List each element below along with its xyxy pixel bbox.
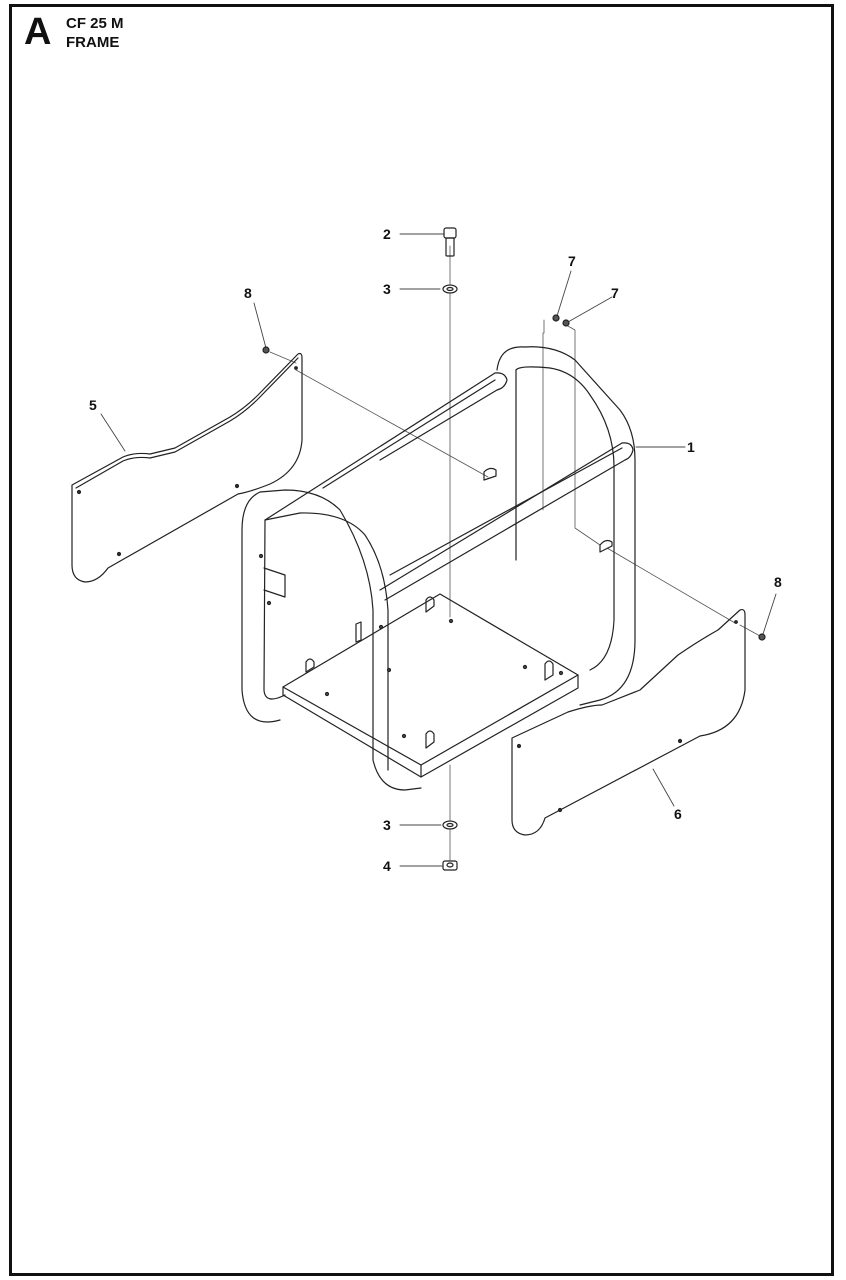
callout-1: 1 [687,439,695,455]
callout-3-bottom: 3 [383,817,391,833]
side-panel-left [71,352,303,583]
callout-7-b: 7 [611,285,619,301]
callout-8-left: 8 [244,285,252,301]
callout-3-top: 3 [383,281,391,297]
washer-icon [442,284,458,830]
callout-2: 2 [383,226,391,242]
nut-icon [442,860,458,871]
callout-8-right: 8 [774,574,782,590]
model-name: CF 25 M [66,15,124,32]
leader-lines [100,233,777,867]
callout-5: 5 [89,397,97,413]
callout-4: 4 [383,858,391,874]
bolt-icon [443,227,457,257]
frame-assembly [241,346,636,791]
assembly-lines [269,245,761,861]
callout-6: 6 [674,806,682,822]
side-panel-right [511,608,746,836]
mounting-tab [305,467,613,749]
section-letter: A [24,11,52,53]
small-nut-icon [552,314,570,327]
callout-7-a: 7 [568,253,576,269]
plate-holes [258,553,564,739]
screw-icon [262,346,766,641]
diagram-title: FRAME [66,34,120,51]
page-border [9,4,834,1276]
